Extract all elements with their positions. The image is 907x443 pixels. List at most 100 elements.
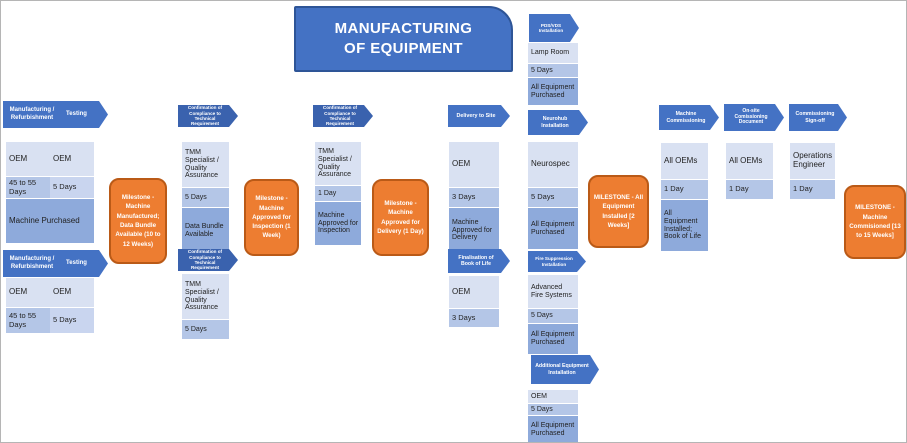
cell-text: Advanced Fire Systems [531, 283, 572, 299]
cell-duration: 45 to 55 Days [6, 307, 50, 333]
milestone-approved-inspection: Milestone - Machine Approved for Inspect… [244, 179, 299, 256]
chevron-commissioning-signoff: Commissioning Sign-off [789, 104, 847, 131]
chevron-label: Testing [66, 110, 87, 117]
cell-owner: Neurospec [528, 141, 578, 187]
cell-text: OEM [9, 153, 28, 163]
cell-text: 3 Days [452, 312, 476, 322]
cell-text: TMM Specialist / Quality Assurance [318, 147, 352, 179]
cell-text: OEM [452, 159, 471, 169]
milestone-equipment-installed: MILESTONE - All Equipment Installed [2 W… [588, 175, 649, 248]
chevron-label: Confirmation of Compliance to Technical … [322, 105, 358, 127]
cell-text: All OEMs [664, 155, 698, 165]
chevron-compliance-2: Confirmation of Compliance to Technical … [178, 249, 238, 271]
cell-text: 1 Day [729, 184, 749, 194]
cell-outcome: Machine Approved for Inspection [315, 201, 361, 245]
cell-duration: 5 Days [50, 307, 94, 333]
chevron-label: Neurohub Installation [541, 116, 569, 129]
cell-text: 5 Days [185, 325, 207, 333]
cell-duration: 1 Day [315, 185, 361, 201]
cell-text: 5 Days [531, 312, 553, 320]
cell-duration: 3 Days [449, 308, 499, 327]
cell-outcome: All Equipment Purchased [528, 77, 578, 105]
cell-owner: OEM [50, 277, 94, 307]
cell-text: All Equipment Purchased [531, 331, 575, 346]
cell-text: Machine Purchased [9, 215, 80, 225]
cell-text: 5 Days [531, 66, 553, 74]
cell-owner: OEM [528, 389, 578, 403]
chevron-neurohub-installation: Neurohub Installation [528, 110, 588, 135]
cell-text: Neurospec [531, 159, 570, 169]
cell-owner: Lamp Room [528, 42, 578, 63]
milestone-text: Milestone - Machine Manufactured; Data B… [115, 194, 161, 248]
cell-owner: TMM Specialist / Quality Assurance [182, 141, 229, 187]
cell-text: 45 to 55 Days [9, 311, 37, 329]
milestone-text: Milestone - Machine Approved for Deliver… [377, 199, 424, 235]
cell-duration: 5 Days [528, 308, 578, 323]
cell-owner: OEM [449, 141, 499, 187]
cell-text: Operations Engineer [793, 151, 833, 169]
cell-text: 5 Days [531, 405, 553, 413]
cell-duration: 1 Day [726, 179, 773, 199]
cell-duration: 5 Days [528, 63, 578, 77]
cell-outcome: All Equipment Installed; Book of Life [661, 199, 708, 251]
chevron-machine-commissioning: Machine Commissioning [659, 105, 719, 130]
cell-duration: 1 Day [790, 179, 835, 199]
milestone-text: Milestone - Machine Approved for Inspect… [252, 195, 291, 240]
cell-text: All Equipment Purchased [531, 83, 575, 99]
cell-outcome: All Equipment Purchased [528, 323, 578, 354]
chevron-manufacturing-refurbishment-1: Manufacturing / Refurbishment [3, 101, 67, 128]
chevron-additional-equipment-installation: Additional Equipment Installation [531, 355, 599, 384]
chevron-onsite-comissioning-document: On-site Comissioning Document [724, 104, 784, 131]
chevron-label: Finalisation of Book of Life [458, 254, 494, 267]
milestone-machine-manufactured: Milestone - Machine Manufactured; Data B… [109, 178, 167, 264]
cell-owner: OEM [449, 275, 499, 308]
cell-text: 45 to 55 Days [9, 178, 37, 196]
milestone-text: MILESTONE - All Equipment Installed [2 W… [593, 193, 644, 229]
chevron-label: PDS/VDS Installation [538, 22, 564, 33]
chevron-label: Manufacturing / Refurbishment [9, 107, 55, 121]
cell-owner: Advanced Fire Systems [528, 274, 578, 308]
cell-duration: 5 Days [50, 176, 94, 198]
cell-duration: 5 Days [182, 319, 229, 339]
chevron-label: Commissioning Sign-off [795, 111, 835, 124]
chevron-compliance-1: Confirmation of Compliance to Technical … [178, 105, 238, 127]
cell-text: OEM [9, 287, 28, 297]
cell-outcome: All Equipment Purchased [528, 415, 578, 442]
cell-owner: TMM Specialist / Quality Assurance [182, 273, 229, 319]
cell-outcome: Data Bundle Available [182, 207, 229, 253]
chevron-label: Fire Suppression Installation [535, 256, 573, 267]
cell-text: 5 Days [53, 182, 77, 192]
chevron-label: Manufacturing / Refurbishment [9, 256, 55, 270]
cell-text: Machine Approved for Inspection [318, 211, 359, 235]
cell-owner: TMM Specialist / Quality Assurance [315, 141, 361, 185]
chevron-compliance-3: Confirmation of Compliance to Technical … [313, 105, 373, 127]
chevron-label: On-site Comissioning Document [734, 107, 768, 126]
page-title: MANUFACTURING OF EQUIPMENT [334, 19, 473, 57]
chevron-manufacturing-refurbishment-2: Manufacturing / Refurbishment [3, 250, 67, 277]
cell-text: TMM Specialist / Quality Assurance [185, 148, 219, 180]
cell-owner: OEM [6, 141, 50, 176]
cell-text: OEM [531, 392, 547, 400]
cell-text: OEM [452, 286, 471, 296]
cell-owner: Operations Engineer [790, 142, 835, 179]
cell-owner: All OEMs [661, 142, 708, 179]
cell-text: 5 Days [53, 315, 77, 325]
cell-text: All OEMs [729, 155, 763, 165]
milestone-text: MILESTONE - Machine Commisioned [13 to 1… [849, 204, 901, 240]
cell-text: 1 Day [793, 184, 813, 194]
cell-outcome: All Equipment Purchased [528, 207, 578, 249]
cell-text: 5 Days [531, 192, 555, 202]
milestone-approved-delivery: Milestone - Machine Approved for Deliver… [372, 179, 429, 256]
cell-text: 1 Day [664, 184, 684, 194]
chevron-label: Machine Commissioning [666, 111, 706, 124]
cell-text: 3 Days [452, 192, 476, 202]
chevron-label: Additional Equipment Installation [535, 363, 589, 376]
cell-outcome: Machine Purchased [6, 198, 94, 243]
chevron-label: Confirmation of Compliance to Technical … [187, 249, 223, 271]
cell-text: All Equipment Installed; Book of Life [664, 209, 701, 241]
cell-duration: 5 Days [528, 403, 578, 415]
title-box: MANUFACTURING OF EQUIPMENT [294, 6, 513, 72]
cell-duration: 5 Days [182, 187, 229, 207]
cell-duration: 3 Days [449, 187, 499, 207]
